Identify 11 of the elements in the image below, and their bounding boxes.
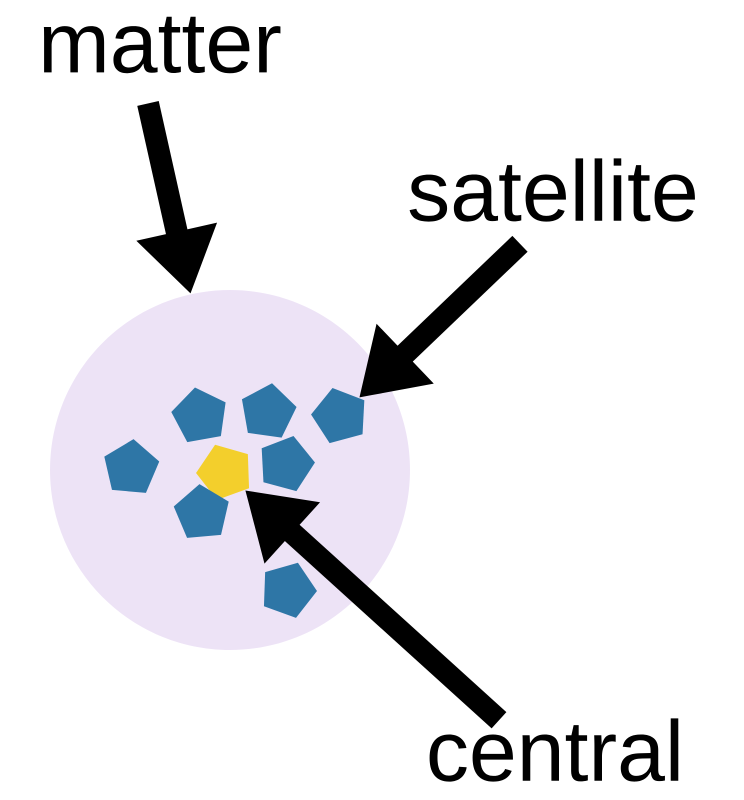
pentagon-marker [196,444,250,500]
pentagon-marker [171,387,226,442]
pentagon-marker [174,484,229,538]
label-text: satellite [410,158,695,222]
pentagon-marker [311,388,364,444]
pentagon-marker [242,383,297,438]
pentagon-marker [264,562,317,618]
label-text: matter [44,16,280,74]
pentagon-marker [104,439,160,493]
pentagon-marker [262,436,315,492]
label-text: central [430,718,678,782]
